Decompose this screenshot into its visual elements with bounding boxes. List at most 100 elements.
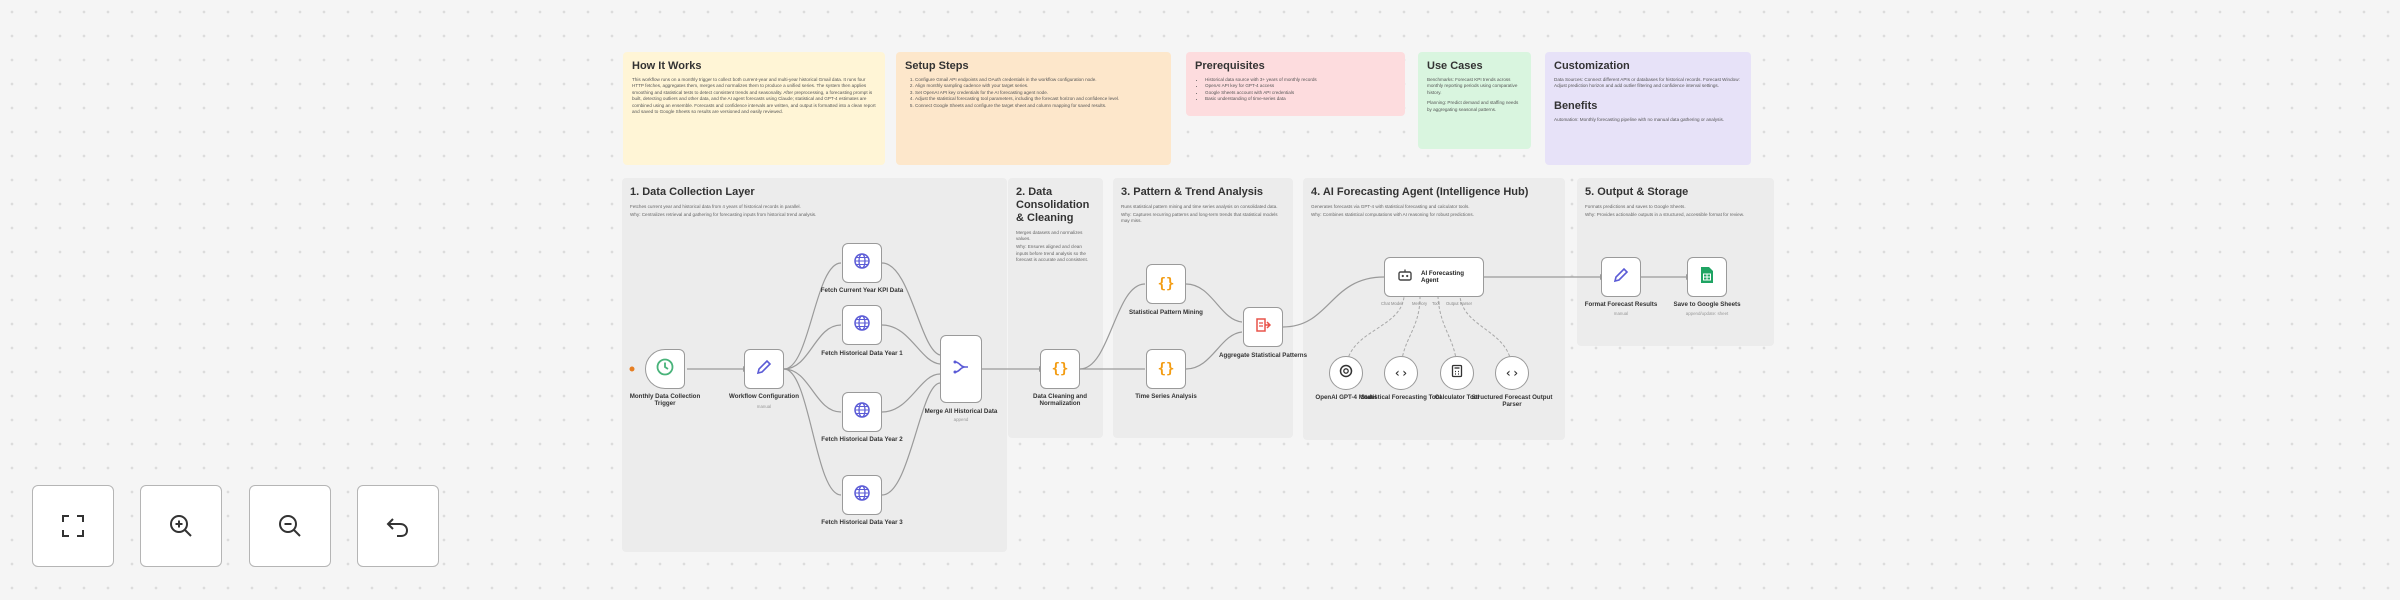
section-desc: Runs statistical pattern mining and time… xyxy=(1121,204,1278,209)
globe-icon xyxy=(853,401,871,423)
edge xyxy=(1185,283,1243,323)
section-desc: Fetches current year and historical data… xyxy=(630,204,801,209)
section-title: 3. Pattern & Trend Analysis xyxy=(1121,186,1264,198)
port-label: Output Parser xyxy=(1446,301,1473,306)
section-ai-forecasting[interactable]: 4. AI Forecasting Agent (Intelligence Hu… xyxy=(1303,178,1565,440)
note-body: This workflow runs on a monthly trigger … xyxy=(632,77,876,115)
section-title: 5. Output & Storage xyxy=(1585,186,1689,198)
aggregate-icon xyxy=(1254,316,1272,338)
edge xyxy=(783,324,842,370)
node-label: Fetch Current Year KPI Data xyxy=(820,287,904,294)
google-sheets-node[interactable] xyxy=(1687,257,1727,297)
node-label: Fetch Historical Data Year 2 xyxy=(821,436,903,443)
note-customization[interactable]: Customization Data Sources: Connect diff… xyxy=(1545,52,1751,165)
format-results-node[interactable] xyxy=(1601,257,1641,297)
zoom-out-button[interactable] xyxy=(249,485,331,567)
edge xyxy=(783,368,842,496)
node-sublabel: manual xyxy=(756,404,772,409)
openai-icon xyxy=(1338,363,1354,383)
workflow-config-node[interactable] xyxy=(744,349,784,389)
note-title: Use Cases xyxy=(1427,60,1483,72)
code-node[interactable]: {} xyxy=(1146,349,1186,389)
section-title: 2. Data Consolidation & Cleaning xyxy=(1016,186,1090,224)
merge-node[interactable] xyxy=(940,335,982,403)
node-label: Fetch Historical Data Year 3 xyxy=(821,519,903,526)
zoom-out-icon xyxy=(279,515,301,537)
note-body: Automation: Monthly forecasting pipeline… xyxy=(1554,116,1725,122)
pencil-icon xyxy=(755,358,773,380)
edge xyxy=(881,382,941,496)
node-label: Workflow Configuration xyxy=(728,393,799,400)
note-body: Data Sources: Connect different APIs or … xyxy=(1554,77,1740,89)
http-request-node[interactable] xyxy=(842,475,882,515)
node-label: Monthly Data Collection Trigger xyxy=(629,393,701,408)
calculator-tool-node[interactable] xyxy=(1440,356,1474,390)
node-label: OpenAI GPT-4 Model xyxy=(1315,394,1377,401)
edge-dashed xyxy=(1400,296,1421,372)
list-item: Set OpenAI API key credentials for the A… xyxy=(915,90,1162,96)
edge-dashed xyxy=(1437,296,1458,372)
node-sublabel: manual xyxy=(1613,311,1629,316)
code-braces-icon: {} xyxy=(1157,276,1175,292)
globe-icon xyxy=(853,252,871,274)
node-label: Calculator Tool xyxy=(1434,394,1480,401)
trigger-node[interactable] xyxy=(645,349,685,389)
globe-icon xyxy=(853,484,871,506)
note-use-cases[interactable]: Use Cases Benchmarks: Forecast KPI trend… xyxy=(1418,52,1531,149)
list-item: OpenAI API key for GPT-4 access xyxy=(1205,83,1396,89)
section-why: Why: Ensures aligned and clean inputs be… xyxy=(1016,244,1089,262)
port-label: Tool xyxy=(1432,301,1440,306)
note-title: Customization xyxy=(1554,60,1630,72)
statistical-tool-node[interactable]: ‹› xyxy=(1384,356,1418,390)
node-label: Data Cleaning and Normalization xyxy=(1033,393,1087,408)
merge-icon xyxy=(952,358,970,380)
output-parser-node[interactable]: ‹› xyxy=(1495,356,1529,390)
section-why: Why: Provides actionable outputs in a st… xyxy=(1585,212,1745,218)
calculator-icon xyxy=(1450,364,1464,382)
node-label: Fetch Historical Data Year 1 xyxy=(821,350,903,357)
section-consolidation[interactable]: 2. Data Consolidation & Cleaning Merges … xyxy=(1008,178,1103,438)
section-desc: Merges datasets and normalizes values. xyxy=(1016,230,1083,242)
edge xyxy=(1185,331,1243,370)
node-label: Statistical Forecasting Tool xyxy=(1360,394,1442,401)
note-how-it-works[interactable]: How It Works This workflow runs on a mon… xyxy=(623,52,885,165)
zoom-in-button[interactable] xyxy=(140,485,222,567)
section-desc: Formats predictions and saves to Google … xyxy=(1585,204,1686,209)
section-why: Why: Centralizes retrieval and gathering… xyxy=(630,212,817,218)
list-item: Basic understanding of time-series data xyxy=(1205,96,1396,102)
trigger-start-dot xyxy=(629,366,635,372)
note-body: Planning: Predict demand and staffing ne… xyxy=(1427,100,1519,112)
ai-agent-node[interactable]: AI Forecasting Agent xyxy=(1384,257,1484,297)
code-node[interactable]: {} xyxy=(1146,264,1186,304)
undo-button[interactable] xyxy=(357,485,439,567)
node-label: AI Forecasting Agent xyxy=(1421,269,1464,284)
port-label: Memory xyxy=(1412,301,1428,306)
fit-view-button[interactable] xyxy=(32,485,114,567)
http-request-node[interactable] xyxy=(842,392,882,432)
node-label: Save to Google Sheets xyxy=(1673,301,1741,308)
code-node[interactable]: {} xyxy=(1040,349,1080,389)
http-request-node[interactable] xyxy=(842,243,882,283)
code-tool-icon: ‹› xyxy=(1393,366,1409,380)
port-label: Chat Model xyxy=(1381,301,1403,306)
node-label: Aggregate Statistical Patterns xyxy=(1218,352,1308,359)
edge xyxy=(783,368,842,413)
code-tool-icon: ‹› xyxy=(1504,366,1520,380)
note-setup-steps[interactable]: Setup Steps Configure Gmail API endpoint… xyxy=(896,52,1171,165)
node-label: Structured Forecast Output Parser xyxy=(1471,394,1553,409)
section-title: 4. AI Forecasting Agent (Intelligence Hu… xyxy=(1311,186,1529,198)
list-item: Google Sheets account with API credentia… xyxy=(1205,90,1396,96)
note-title: How It Works xyxy=(632,60,702,72)
note-subtitle: Benefits xyxy=(1554,99,1598,112)
aggregate-node[interactable] xyxy=(1243,307,1283,347)
openai-model-node[interactable] xyxy=(1329,356,1363,390)
robot-icon xyxy=(1397,267,1413,287)
node-label: Statistical Pattern Mining xyxy=(1129,309,1203,316)
http-request-node[interactable] xyxy=(842,305,882,345)
node-label: Time Series Analysis xyxy=(1135,393,1197,400)
node-label: Format Forecast Results xyxy=(1584,301,1658,308)
list-item: Adjust the statistical forecasting tool … xyxy=(915,96,1162,102)
note-title: Prerequisites xyxy=(1195,60,1265,72)
note-prerequisites[interactable]: Prerequisites Historical data source wit… xyxy=(1186,52,1405,116)
edge xyxy=(1282,276,1385,328)
